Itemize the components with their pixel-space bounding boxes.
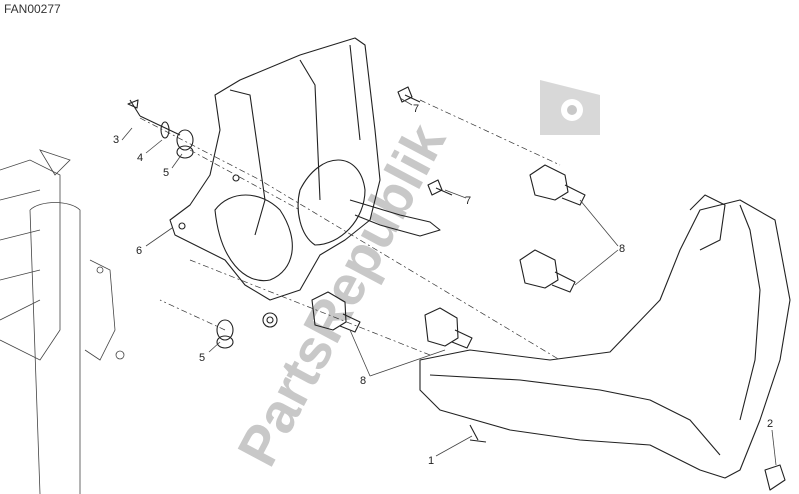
callout-7: 7 xyxy=(413,103,419,115)
callout-7b: 7 xyxy=(465,195,471,207)
callout-labels: 3 4 5 6 5 7 7 8 8 1 2 xyxy=(113,103,773,467)
diagram-code: FAN00277 xyxy=(4,2,61,16)
assembly-lines xyxy=(139,99,561,361)
callout-5: 5 xyxy=(163,167,169,179)
callout-2: 2 xyxy=(767,418,773,430)
fork-frame xyxy=(0,149,125,494)
small-parts xyxy=(127,86,453,349)
callout-5b: 5 xyxy=(199,352,205,364)
headlight xyxy=(419,194,791,491)
leader-lines xyxy=(121,97,777,466)
callout-6: 6 xyxy=(136,245,142,257)
watermark: PartsRepublik xyxy=(225,80,600,476)
callout-8b: 8 xyxy=(360,375,366,387)
callout-1: 1 xyxy=(428,455,434,467)
callout-3: 3 xyxy=(113,134,119,146)
bulbs xyxy=(311,164,586,349)
callout-8: 8 xyxy=(619,243,625,255)
callout-4: 4 xyxy=(137,152,143,164)
headlight-bracket xyxy=(169,37,441,328)
gear-logo-icon xyxy=(540,80,600,135)
